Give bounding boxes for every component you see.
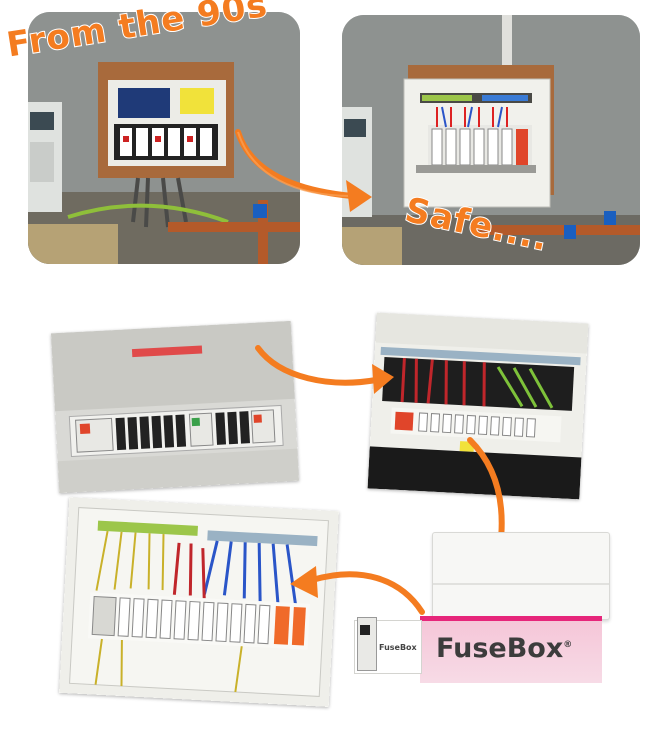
product-box-brand-text: FuseBox (436, 633, 564, 664)
wired-unit-illustration (59, 497, 339, 707)
product-unit-lid-line (433, 583, 609, 585)
product-box-registered-mark: ® (563, 640, 573, 650)
photo-opened-consumer-unit (367, 312, 589, 500)
product-box: FuseBox® (420, 616, 602, 683)
small-product-box: FuseBox (354, 617, 422, 674)
opened-unit-illustration (367, 312, 589, 500)
photo-wired-consumer-unit (59, 497, 339, 707)
photo-closed-consumer-unit (50, 320, 300, 494)
product-box-brand: FuseBox® (436, 633, 572, 664)
closed-unit-illustration (50, 320, 300, 494)
product-consumer-unit (432, 532, 610, 620)
small-product-device-handle (360, 625, 370, 635)
small-product-brand: FuseBox (379, 643, 417, 652)
